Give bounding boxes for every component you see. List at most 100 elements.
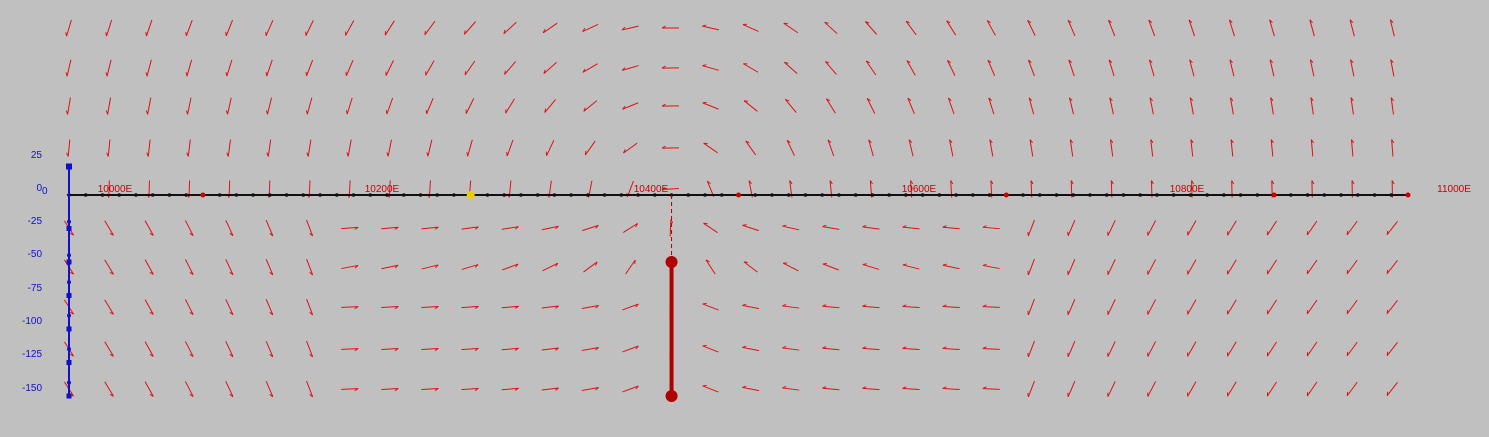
field-vector xyxy=(1390,59,1395,77)
field-vector xyxy=(822,305,840,309)
profile-station-dot xyxy=(887,193,891,197)
field-vector-head xyxy=(109,232,114,236)
field-vector-head xyxy=(506,151,508,157)
field-vector xyxy=(702,345,719,353)
field-vector xyxy=(541,305,559,309)
field-vector xyxy=(582,224,599,232)
field-vector-head xyxy=(942,386,947,389)
field-vector-head xyxy=(309,311,313,316)
field-vector xyxy=(625,259,636,275)
field-vector-head xyxy=(1149,97,1153,102)
field-vector-head xyxy=(635,345,639,350)
field-vector xyxy=(902,387,920,391)
borehole-sample-dot xyxy=(67,347,71,352)
field-vector-head xyxy=(1309,59,1314,64)
field-vector-head xyxy=(266,152,269,157)
field-vector xyxy=(942,388,960,390)
field-vector-head xyxy=(862,304,867,307)
profile-station-dot xyxy=(335,193,339,197)
borehole-sample-dot xyxy=(67,380,71,385)
field-vector-head xyxy=(515,263,519,268)
field-vector xyxy=(1187,259,1197,275)
field-vector-head xyxy=(869,180,873,185)
field-vector-head xyxy=(109,311,114,315)
field-vector-head xyxy=(702,384,707,387)
field-vector xyxy=(1386,259,1398,275)
field-vector xyxy=(544,99,556,113)
field-vector-head xyxy=(946,20,951,24)
field-vector xyxy=(1386,341,1398,357)
field-vector-head xyxy=(66,152,69,157)
field-vector-head xyxy=(635,385,639,390)
field-vector xyxy=(505,98,515,114)
field-vector-head xyxy=(1110,180,1114,185)
profile-station-dot xyxy=(786,193,791,197)
field-vector xyxy=(866,98,876,114)
field-vector xyxy=(106,59,112,77)
field-vector-head xyxy=(1189,59,1193,64)
profile-station-dot xyxy=(1238,193,1243,197)
field-vector xyxy=(582,63,598,73)
field-vector xyxy=(104,259,114,275)
field-vector xyxy=(424,20,436,36)
field-vector xyxy=(622,345,639,353)
field-vector-head xyxy=(434,348,439,352)
field-vector xyxy=(501,305,519,309)
field-vector xyxy=(1187,220,1197,236)
field-vector-head xyxy=(543,69,546,74)
field-vector xyxy=(381,306,399,308)
field-vector xyxy=(705,259,716,275)
field-vector-head xyxy=(474,387,479,391)
field-vector-head xyxy=(65,72,68,77)
field-vector xyxy=(381,388,399,390)
field-vector xyxy=(1269,19,1275,37)
field-vector-head xyxy=(109,271,114,275)
field-vector-head xyxy=(1351,180,1355,185)
field-vector-head xyxy=(583,107,586,112)
field-vector-head xyxy=(1346,230,1349,235)
field-vector xyxy=(862,305,880,309)
profile-station-dot xyxy=(1037,193,1042,197)
field-vector xyxy=(67,97,71,115)
field-vector xyxy=(381,264,399,270)
field-vector xyxy=(501,226,519,230)
field-vector-head xyxy=(829,180,833,185)
profile-station-dot xyxy=(920,193,925,197)
field-vector-head xyxy=(1230,97,1234,102)
field-vectors-layer xyxy=(63,19,1398,398)
profile-station-dot xyxy=(418,193,423,197)
profile-station-dot xyxy=(1289,193,1293,197)
field-vector-head xyxy=(189,353,194,357)
field-vector-head xyxy=(789,180,793,185)
field-vector-head xyxy=(149,393,154,397)
field-vector xyxy=(107,139,111,157)
field-vector-head xyxy=(622,105,626,110)
field-vector xyxy=(1350,97,1354,115)
field-vector xyxy=(1346,341,1358,357)
field-vector-head xyxy=(504,70,506,75)
field-vector-head xyxy=(434,388,439,392)
field-vector-head xyxy=(1386,309,1389,314)
field-vector xyxy=(307,139,312,157)
field-vector-head xyxy=(705,259,710,263)
field-vector-head xyxy=(1027,19,1032,24)
field-vector xyxy=(1309,19,1315,37)
field-vector-head xyxy=(69,232,74,236)
field-vector xyxy=(1346,381,1358,397)
field-vector xyxy=(1027,219,1035,237)
field-vector xyxy=(1148,19,1156,37)
field-vector xyxy=(1188,19,1196,37)
field-vector xyxy=(1386,220,1398,236)
field-vector-head xyxy=(902,346,907,349)
field-vector xyxy=(622,25,639,31)
profile-station-dot xyxy=(1205,193,1209,197)
field-vector xyxy=(541,387,559,391)
field-vector-head xyxy=(514,387,519,391)
field-vector xyxy=(503,21,517,35)
field-vector xyxy=(384,20,395,36)
field-vector-head xyxy=(1386,351,1389,356)
field-vector-head xyxy=(1346,269,1349,274)
field-vector-head xyxy=(743,100,749,102)
profile-station-dot xyxy=(1355,193,1360,197)
